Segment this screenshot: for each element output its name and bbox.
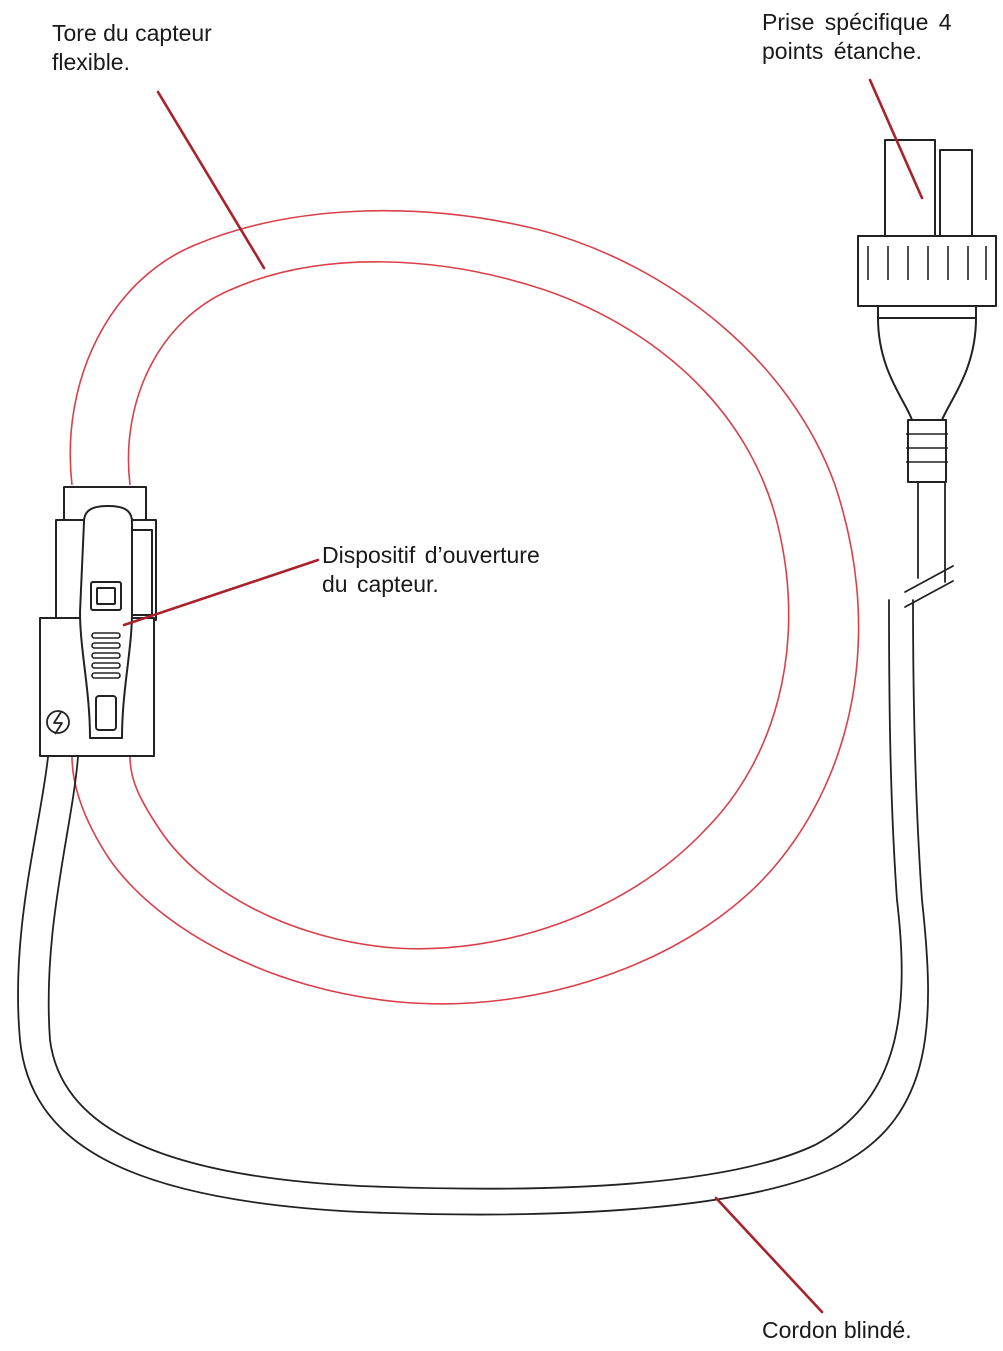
label-plug-line-1: Prise spécifique 4 xyxy=(762,9,952,35)
label-opening-device: Dispositif d’ouverture du capteur. xyxy=(322,541,540,599)
label-plug-line-2: points étanche. xyxy=(762,38,923,64)
label-four-point-plug: Prise spécifique 4 points étanche. xyxy=(762,8,952,66)
label-toroid-line-2: flexible. xyxy=(52,49,130,75)
leader-line-prise xyxy=(868,78,924,200)
plug-pin-block-right xyxy=(939,149,973,237)
label-toroid-line-1: Tore du capteur xyxy=(52,20,212,46)
leader-line-dispositif xyxy=(122,558,320,627)
cable-outer-line xyxy=(17,599,929,1216)
label-shielded-cable: Cordon blindé. xyxy=(762,1316,912,1345)
leader-line-tore xyxy=(156,90,266,270)
latch-grip-ribs xyxy=(91,632,121,679)
plug-body-taper xyxy=(877,317,977,421)
label-opening-line-2: du capteur. xyxy=(322,571,439,597)
cable-inner-line xyxy=(47,599,903,1190)
cable-break-mark-bottom xyxy=(904,580,954,608)
latch-lower-slot xyxy=(95,695,117,731)
label-toroid-sensor: Tore du capteur flexible. xyxy=(52,19,212,77)
toroid-inner-contour xyxy=(127,261,790,950)
sensor-opening-device xyxy=(39,486,157,757)
opening-latch xyxy=(79,505,133,739)
leader-line-cordon xyxy=(714,1196,824,1314)
plug-knurled-nut xyxy=(857,235,997,307)
grip-rib xyxy=(91,642,121,649)
label-opening-line-1: Dispositif d’ouverture xyxy=(322,542,540,568)
grip-rib xyxy=(91,672,121,679)
four-point-plug xyxy=(857,139,997,483)
housing-side-rail xyxy=(130,529,153,616)
shielded-cable xyxy=(17,481,954,1216)
lightning-symbol-bolt xyxy=(53,711,63,735)
plug-pin-block-left xyxy=(884,139,936,237)
plug-collar xyxy=(877,305,977,319)
flexible-toroid-ring xyxy=(69,209,860,1005)
label-cable-line-1: Cordon blindé. xyxy=(762,1317,912,1343)
strain-relief-ribs xyxy=(906,433,948,463)
grip-rib xyxy=(91,652,121,659)
plug-strain-relief xyxy=(907,419,947,483)
latch-window-inner xyxy=(96,587,116,605)
cable-break-mark-top xyxy=(904,565,954,593)
grip-rib xyxy=(91,632,121,639)
leader-lines xyxy=(122,78,924,1314)
toroid-outer-contour xyxy=(69,209,860,1005)
lightning-symbol-circle xyxy=(46,710,70,734)
plug-nut-ribs xyxy=(867,246,987,280)
double-insulation-lightning-icon xyxy=(46,710,70,735)
grip-rib xyxy=(91,662,121,669)
